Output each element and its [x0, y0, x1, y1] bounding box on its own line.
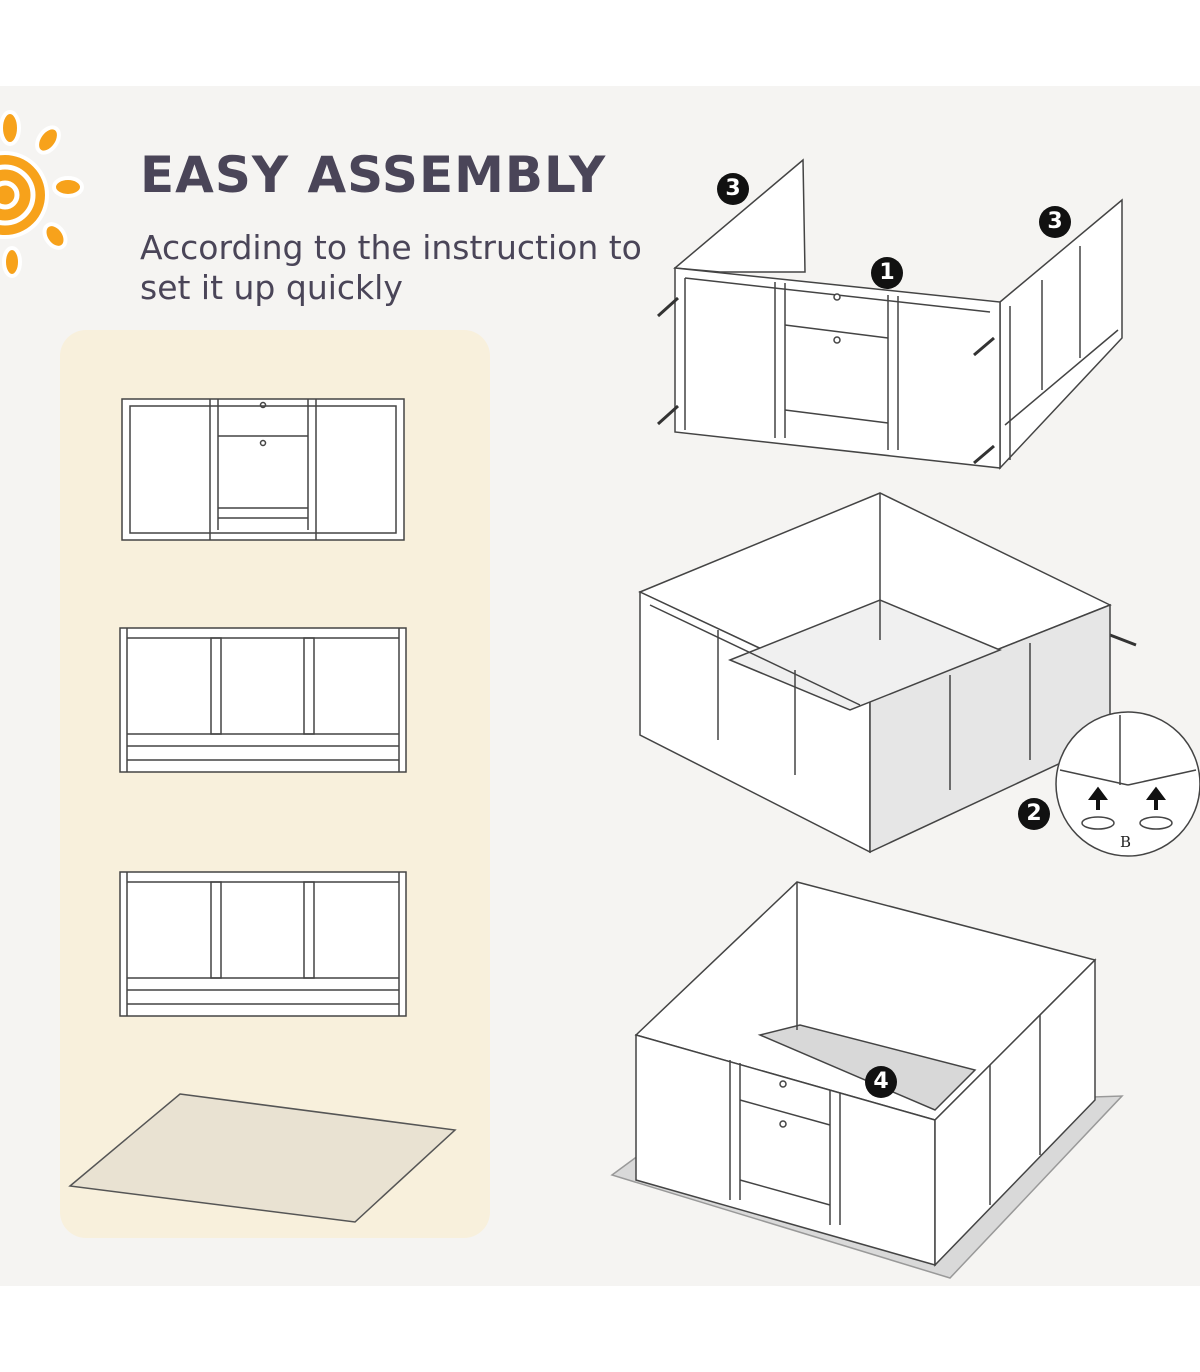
side-panel-part — [119, 871, 407, 1017]
page-title: EASY ASSEMBLY — [140, 146, 607, 204]
step-1-assembly — [673, 158, 1123, 470]
callout-floor: 4 — [865, 1066, 897, 1098]
front-panel-part — [121, 398, 405, 541]
callout-foot-pad: B — [1120, 833, 1132, 851]
callout-back: 2 — [1018, 798, 1050, 830]
callout-front: 1 — [871, 257, 903, 289]
callout-side-right: 3 — [1039, 206, 1071, 238]
page-subtitle: According to the instruction to set it u… — [140, 228, 642, 307]
step-2-assembly — [638, 492, 1112, 854]
floor-board-part — [68, 1093, 457, 1223]
foot-pad-detail — [1055, 711, 1200, 857]
step-3-assembly — [610, 881, 1124, 1279]
callout-side-left: 3 — [717, 173, 749, 205]
side-panel-part — [119, 627, 407, 773]
